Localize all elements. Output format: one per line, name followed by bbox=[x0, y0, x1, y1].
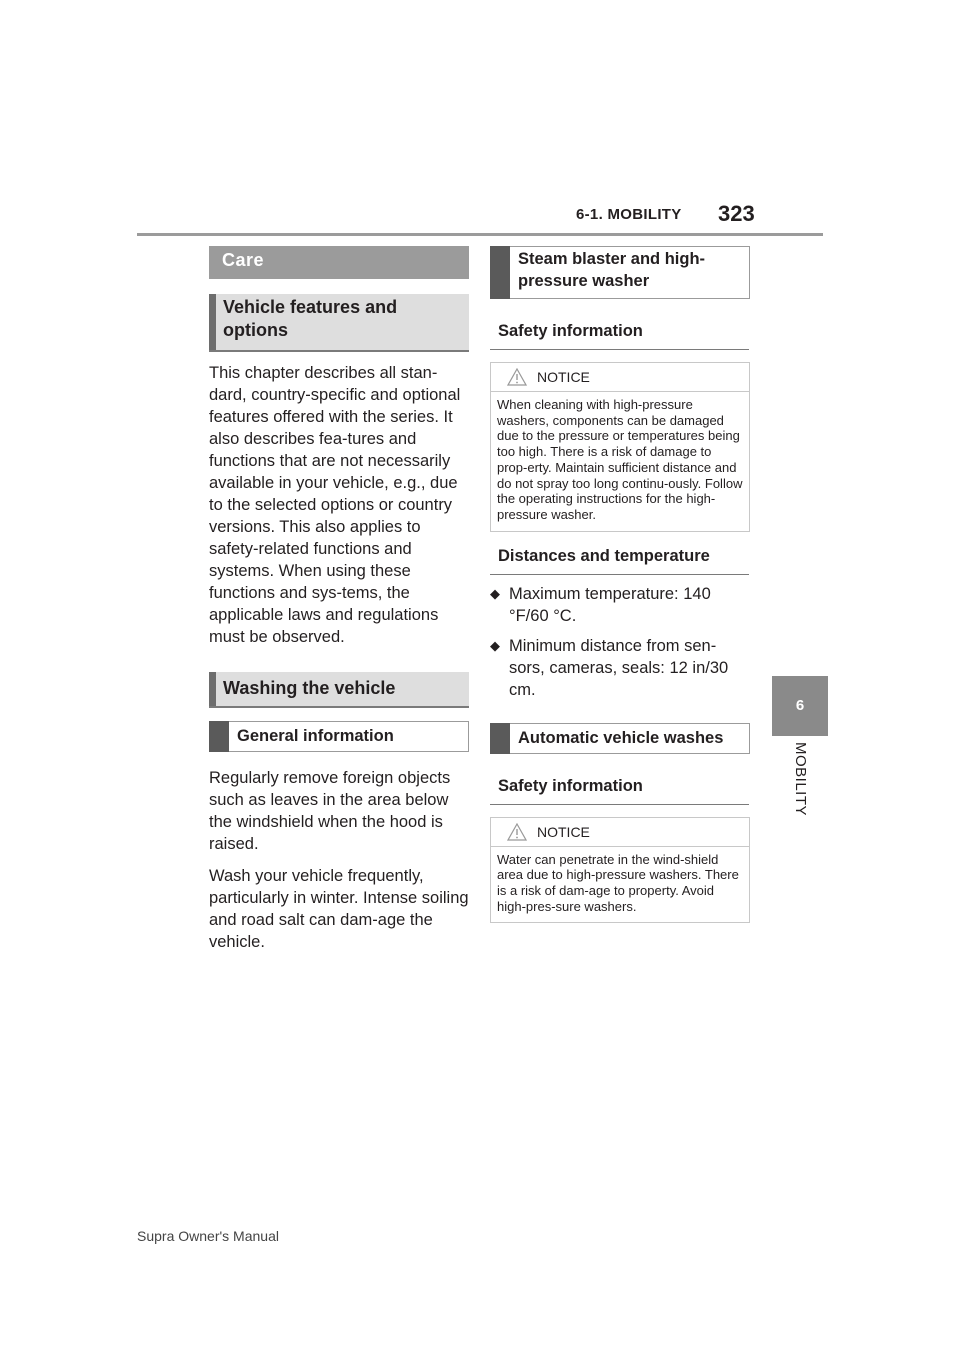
list-item: ◆ Maximum temperature: 140 °F/60 °C. bbox=[490, 583, 750, 627]
general-info-text-1: Regularly remove foreign objects such as… bbox=[209, 769, 451, 853]
notice-header: NOTICE bbox=[491, 818, 749, 847]
notice-title: NOTICE bbox=[537, 823, 590, 840]
header-rule bbox=[137, 233, 823, 236]
safety-info-heading-1: Safety information bbox=[490, 319, 749, 350]
notice-text: When cleaning with high-pressure washers… bbox=[497, 397, 743, 522]
list-item: ◆ Minimum distance from sen-sors, camera… bbox=[490, 635, 750, 701]
distances-heading: Distances and temperature bbox=[490, 544, 749, 575]
notice-text: Water can penetrate in the wind-shield a… bbox=[497, 851, 739, 914]
washing-heading: Washing the vehicle bbox=[209, 672, 469, 708]
right-column: Steam blaster and high-pressure washer S… bbox=[490, 246, 750, 924]
notice-box-2: NOTICE Water can penetrate in the wind-s… bbox=[490, 816, 750, 924]
safety-info-heading-2: Safety information bbox=[490, 774, 749, 805]
page-number: 323 bbox=[718, 201, 755, 226]
warning-triangle-icon bbox=[507, 822, 527, 841]
bullet-list: ◆ Maximum temperature: 140 °F/60 °C. ◆ M… bbox=[490, 583, 750, 701]
notice-box-1: NOTICE When cleaning with high-pressure … bbox=[490, 362, 750, 532]
notice-title: NOTICE bbox=[537, 369, 590, 385]
list-item-text: Maximum temperature: 140 °F/60 °C. bbox=[509, 584, 711, 625]
vehicle-features-heading: Vehicle features and options bbox=[209, 294, 469, 352]
vehicle-features-text: This chapter describes all stan-dard, co… bbox=[209, 364, 461, 646]
manual-name: Supra Owner's Manual bbox=[137, 1228, 279, 1244]
left-column: Care Vehicle features and options This c… bbox=[209, 246, 469, 953]
warning-triangle-icon bbox=[507, 368, 527, 386]
general-info-heading: General information bbox=[209, 721, 469, 752]
steam-washer-heading: Steam blaster and high-pressure washer bbox=[490, 246, 750, 299]
filled-diamond-icon: ◆ bbox=[490, 637, 500, 653]
filled-diamond-icon: ◆ bbox=[490, 585, 500, 601]
chapter-tab: 6 bbox=[772, 676, 828, 736]
chapter-label: MOBILITY bbox=[792, 742, 809, 817]
care-heading: Care bbox=[209, 246, 469, 279]
general-info-text-2: Wash your vehicle frequently, particular… bbox=[209, 867, 469, 951]
list-item-text: Minimum distance from sen-sors, cameras,… bbox=[509, 636, 729, 699]
automatic-washes-heading: Automatic vehicle washes bbox=[490, 722, 750, 754]
section-title: 6-1. MOBILITY bbox=[576, 206, 682, 223]
notice-header: NOTICE bbox=[491, 363, 749, 392]
